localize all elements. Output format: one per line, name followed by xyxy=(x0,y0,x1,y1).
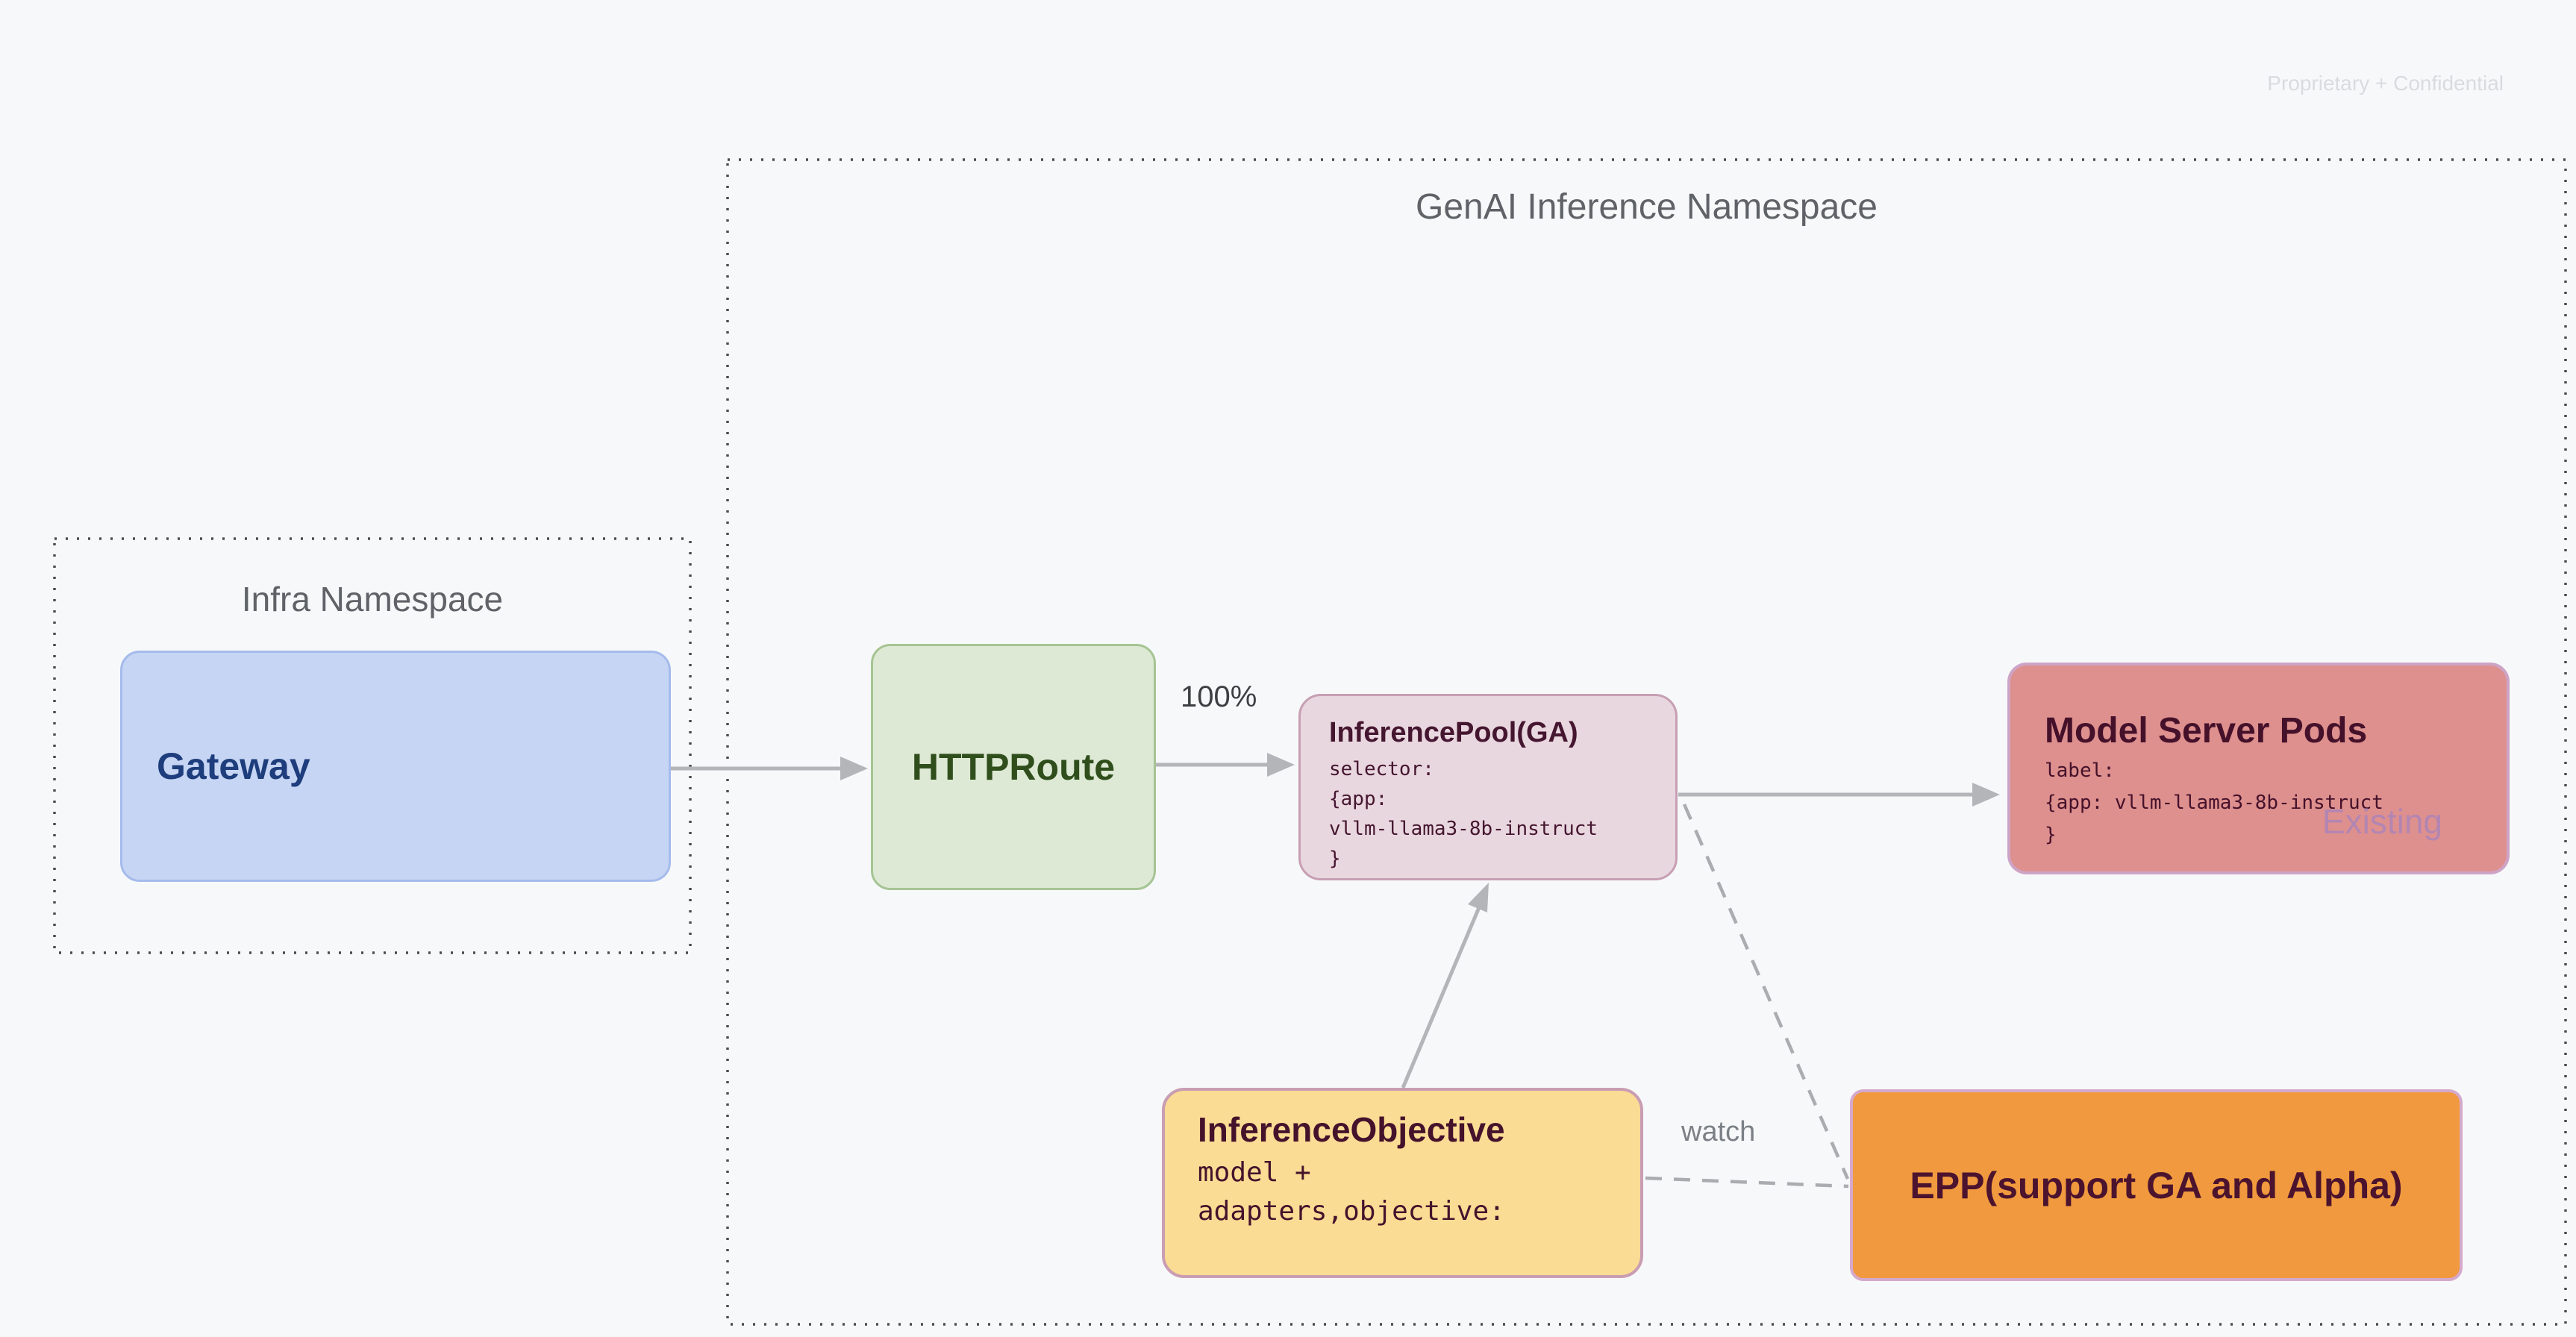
arrowhead-pool-to-pods xyxy=(1972,783,2000,807)
genai-namespace-border xyxy=(726,158,2567,1326)
inference-pool-title: InferencePool(GA) xyxy=(1329,717,1578,748)
confidential-note: Proprietary + Confidential xyxy=(2267,72,2504,95)
node-httproute: HTTPRoute xyxy=(871,644,1156,890)
node-inference-pool: InferencePool(GA) selector: {app: vllm-l… xyxy=(1298,694,1678,880)
node-epp: EPP(support GA and Alpha) xyxy=(1850,1089,2463,1281)
gateway-title: Gateway xyxy=(157,745,310,787)
epp-title: EPP(support GA and Alpha) xyxy=(1910,1164,2403,1206)
genai-namespace-title: GenAI Inference Namespace xyxy=(1415,187,1878,227)
model-server-pods-label-code: label: {app: vllm-llama3-8b-instruct } xyxy=(2045,760,2383,846)
existing-tag: Existing xyxy=(2322,802,2442,841)
arrowhead-httproute-to-pool xyxy=(1267,753,1295,777)
dashed-epp-watch-objective xyxy=(1645,1176,1849,1189)
node-gateway: Gateway xyxy=(120,651,671,882)
edge-label-watch: watch xyxy=(1681,1116,1756,1147)
inference-objective-code: model + adapters,objective: xyxy=(1198,1157,1505,1227)
node-model-server-pods: Model Server Pods label: {app: vllm-llam… xyxy=(2007,663,2510,874)
infra-namespace-title: Infra Namespace xyxy=(241,580,504,619)
edge-label-100-percent: 100% xyxy=(1181,680,1257,713)
arrow-objective-to-pool xyxy=(1401,905,1482,1089)
infra-namespace-border xyxy=(53,537,692,954)
node-inference-objective: InferenceObjective model + adapters,obje… xyxy=(1162,1088,1643,1278)
arrowhead-objective-to-pool xyxy=(1468,883,1489,912)
inference-objective-title: InferenceObjective xyxy=(1198,1110,1505,1149)
inference-pool-selector-code: selector: {app: vllm-llama3-8b-instruct … xyxy=(1329,758,1598,870)
model-server-pods-title: Model Server Pods xyxy=(2045,711,2368,751)
httproute-title: HTTPRoute xyxy=(911,746,1116,788)
arrowhead-gateway-to-httproute xyxy=(840,757,868,780)
dashed-pool-to-epp xyxy=(1682,804,1850,1180)
